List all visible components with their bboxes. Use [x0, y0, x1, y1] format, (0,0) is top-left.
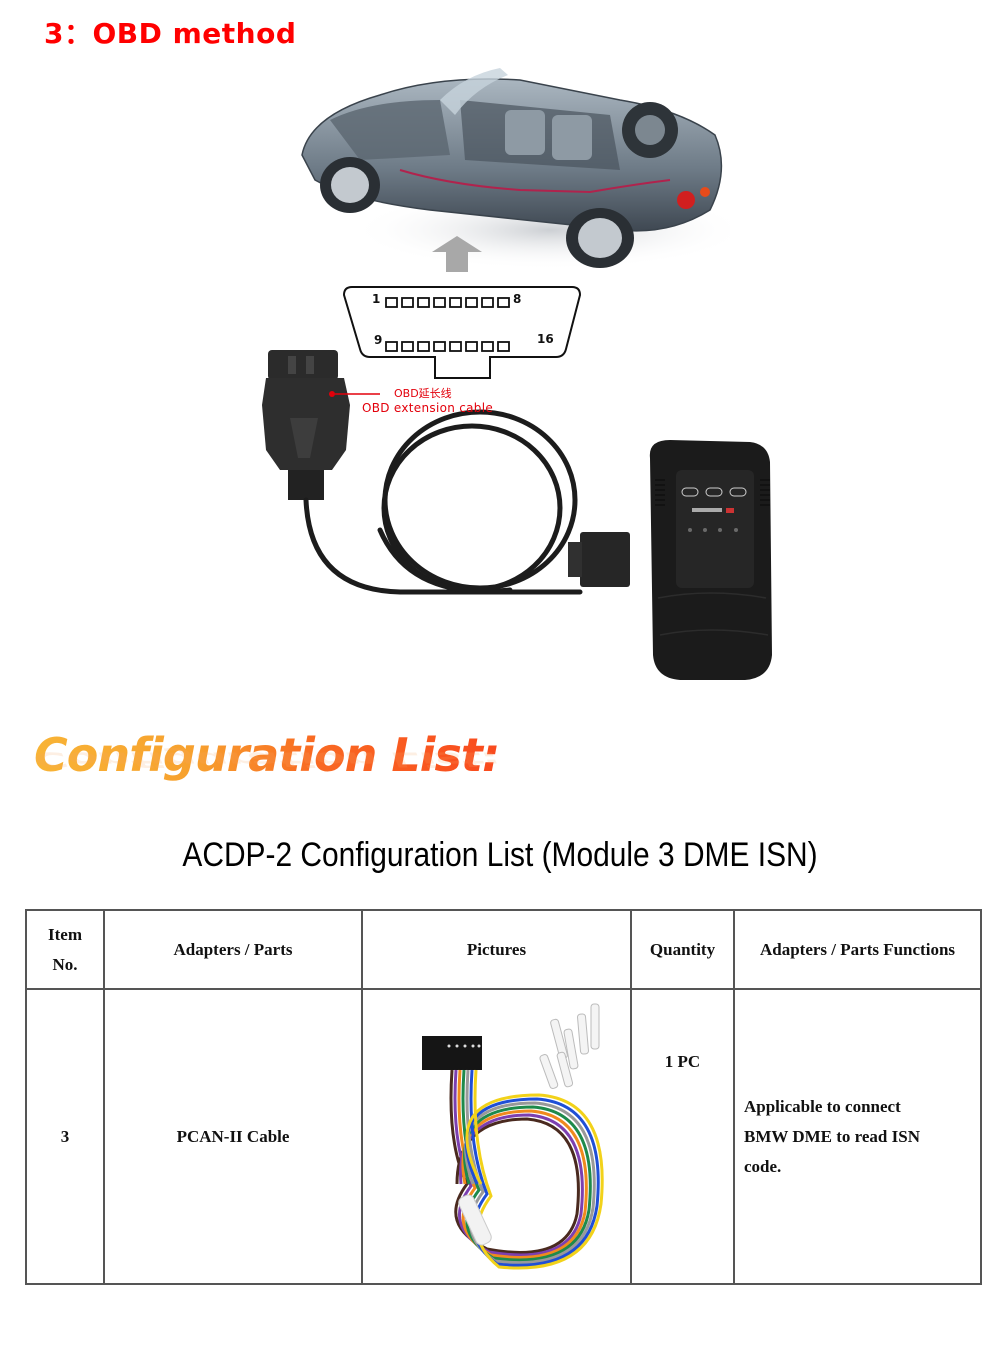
pin-label-16: 16: [537, 332, 554, 346]
cable-label-english: OBD extension cable: [362, 401, 494, 415]
pin-label-9: 9: [374, 333, 383, 347]
header-functions: Adapters / Parts Functions: [733, 909, 982, 990]
header-item-no: Item No.: [25, 909, 105, 990]
table-row: 3 PCAN-II Cable: [25, 988, 982, 1285]
configuration-table: Item No. Adapters / Parts Pictures Quant…: [25, 909, 982, 1285]
configuration-list-heading: Configuration List:: [34, 728, 500, 782]
cell-item-no: 3: [25, 988, 105, 1285]
car-cutaway-illustration: [290, 60, 750, 275]
table-header-row: Item No. Adapters / Parts Pictures Quant…: [25, 909, 982, 990]
obd-cable-device-photo: [240, 330, 780, 690]
cell-quantity: 1 PC: [630, 988, 735, 1285]
section-title: 3：OBD method: [44, 17, 297, 50]
up-arrow-icon: [432, 236, 482, 272]
obd-plug-icon: [262, 350, 350, 500]
pcan-ii-cable-photo-icon: [421, 1003, 604, 1270]
configuration-list-heading-reflection: Configuration List:: [34, 747, 500, 772]
cell-function: Applicable to connect BMW DME to read IS…: [733, 988, 982, 1285]
cable-label-chinese: OBD延长线: [394, 387, 452, 400]
pin-label-1: 1: [372, 292, 381, 306]
configuration-list-title: ACDP-2 Configuration List (Module 3 DME …: [182, 836, 818, 874]
pin-label-8: 8: [513, 292, 522, 306]
header-pictures: Pictures: [361, 909, 632, 990]
header-adapters-parts: Adapters / Parts: [103, 909, 363, 990]
obd-port-diagram: 1 8 9 16: [338, 283, 588, 383]
cell-part-name: PCAN-II Cable: [103, 988, 363, 1285]
obd-port-outline: [342, 286, 582, 379]
cell-picture: [361, 988, 632, 1285]
header-quantity: Quantity: [630, 909, 735, 990]
